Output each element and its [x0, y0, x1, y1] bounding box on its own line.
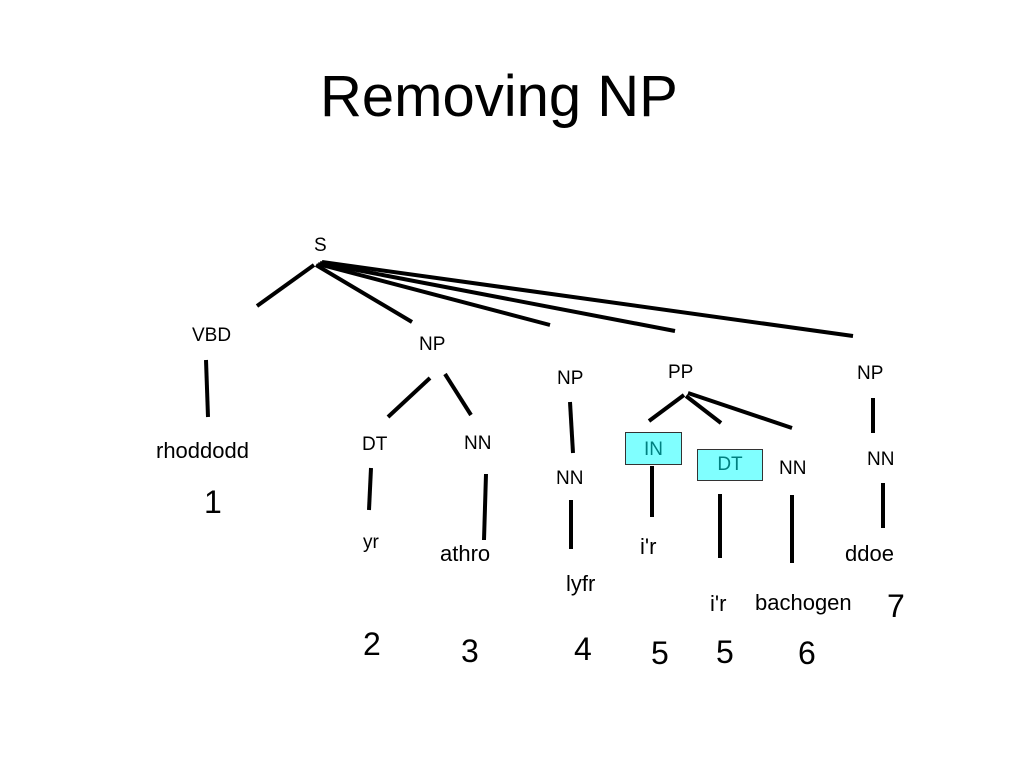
word-bachogen: bachogen [755, 590, 852, 615]
word-ir-2: i'r [710, 591, 727, 616]
index-7: 7 [887, 588, 905, 624]
edge-nn1-word [482, 473, 488, 541]
node-dt: DT [362, 434, 388, 455]
edge-s-pp [319, 261, 676, 333]
word-lyfr: lyfr [566, 571, 596, 596]
edge-pp-dt [684, 394, 723, 425]
edge-pp-in [647, 393, 686, 423]
node-vbd: VBD [192, 325, 232, 346]
edge-s-vbd [255, 263, 316, 308]
word-ir-1: i'r [640, 534, 657, 559]
node-np-object: NP [557, 368, 584, 389]
index-2: 2 [363, 626, 381, 662]
word-ddoe: ddoe [845, 541, 894, 566]
edge-np1-dt [386, 376, 432, 419]
index-3: 3 [461, 633, 479, 669]
node-s: S [314, 235, 327, 256]
node-pp: PP [668, 362, 694, 383]
node-dt-pp: DT [717, 454, 743, 475]
word-rhoddodd: rhoddodd [156, 438, 249, 463]
edge-pp-nn [687, 391, 793, 430]
edge-dt1-word [367, 467, 373, 511]
index-5a: 5 [651, 635, 669, 671]
index-5b: 5 [716, 634, 734, 670]
node-dt-highlight: DT [697, 449, 763, 481]
node-np-subject: NP [419, 334, 446, 355]
node-np-time: NP [857, 363, 884, 384]
edge-s-np2 [317, 262, 551, 327]
edge-s-np3 [321, 260, 854, 338]
index-6: 6 [798, 635, 816, 671]
edge-np1-nn [443, 372, 473, 417]
index-1: 1 [204, 484, 222, 520]
edge-s-np1 [314, 263, 414, 324]
node-in-highlight: IN [625, 432, 682, 465]
node-nn-athro: NN [464, 433, 492, 454]
node-nn-ddoe: NN [867, 449, 895, 470]
edge-np2-nn [568, 401, 575, 454]
slide-title: Removing NP [320, 64, 678, 129]
word-yr: yr [363, 532, 379, 553]
node-nn-bachogen: NN [779, 458, 807, 479]
index-4: 4 [574, 631, 592, 667]
edge-vbd-word [204, 359, 210, 418]
word-athro: athro [440, 541, 491, 566]
node-nn-lyfr: NN [556, 468, 584, 489]
node-in: IN [644, 439, 663, 460]
